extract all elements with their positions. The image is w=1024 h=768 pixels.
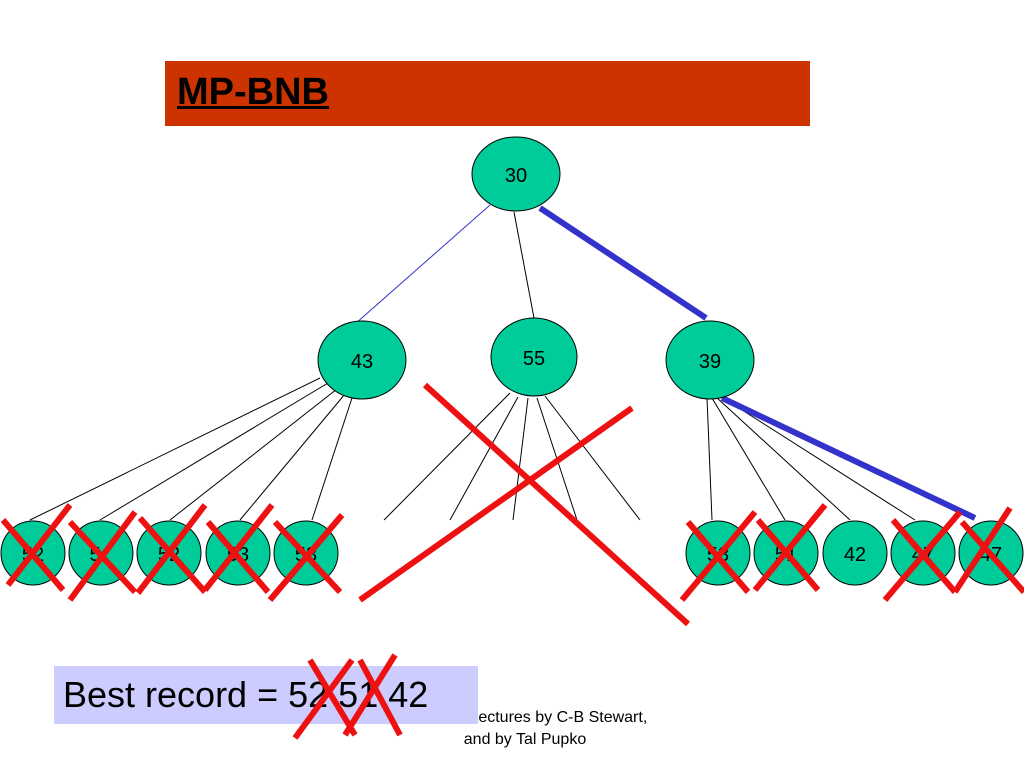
node-root: 30 xyxy=(471,136,561,212)
best-record-value-2: 51 xyxy=(338,674,379,715)
edge-root-55 xyxy=(513,211,535,319)
cross-mark-icon xyxy=(882,510,963,602)
node-39: 39 xyxy=(665,320,755,400)
edge-39-leaf5-best xyxy=(720,395,977,521)
edge-43-leaf5 xyxy=(311,397,353,521)
slide-title: MP-BNB xyxy=(177,71,329,113)
credit-line-2: and by Tal Pupko xyxy=(463,731,587,748)
edge-55-leaf3 xyxy=(512,397,529,521)
best-record-value-1: 52 xyxy=(288,674,329,715)
best-record-box: Best record = 52 51 42 xyxy=(54,666,478,724)
leaf-left-2-label: 5 xyxy=(89,544,100,566)
cross-mark-icon xyxy=(135,503,208,595)
edge-43-leaf3 xyxy=(169,388,338,521)
cross-mark-icon xyxy=(267,513,345,602)
cross-mark-icon xyxy=(679,510,758,602)
node-55: 55 xyxy=(490,317,578,397)
best-record-label: Best record = xyxy=(63,674,289,715)
node-55-label: 55 xyxy=(523,348,545,370)
edge-root-39-best xyxy=(538,205,708,321)
edge-43-leaf2 xyxy=(99,382,329,521)
cross-mark-icon xyxy=(358,382,691,627)
cross-mark-icon xyxy=(67,510,138,602)
cross-mark-icon xyxy=(952,506,1024,594)
cross-mark-icon xyxy=(202,503,275,594)
tree-edges xyxy=(29,204,977,521)
node-43-label: 43 xyxy=(351,351,373,373)
edge-39-leaf4 xyxy=(719,395,916,521)
best-record-value-3: 42 xyxy=(388,674,429,715)
title-bar: MP-BNB xyxy=(165,61,810,126)
edge-39-leaf2 xyxy=(711,397,786,521)
edge-55-leaf2 xyxy=(449,396,519,521)
edge-55-leaf5 xyxy=(544,395,641,521)
leaf-right-3-label: 42 xyxy=(844,544,866,566)
prune-crosses xyxy=(0,382,1024,627)
cross-mark-icon xyxy=(0,503,73,592)
node-39-label: 39 xyxy=(699,351,721,373)
cross-mark-icon xyxy=(752,503,828,592)
node-43: 43 xyxy=(317,320,407,400)
edge-55-leaf1 xyxy=(383,392,511,521)
edge-39-leaf1 xyxy=(706,397,713,521)
edge-43-leaf4 xyxy=(239,393,346,521)
node-root-label: 30 xyxy=(505,165,527,187)
leaf-right-3: 42 xyxy=(822,520,888,586)
edge-39-leaf3 xyxy=(715,396,851,521)
edge-root-43 xyxy=(354,204,491,325)
tree-nodes: 30 43 55 39 52 5 52 53 xyxy=(0,136,1024,586)
edge-43-leaf1 xyxy=(29,377,321,521)
